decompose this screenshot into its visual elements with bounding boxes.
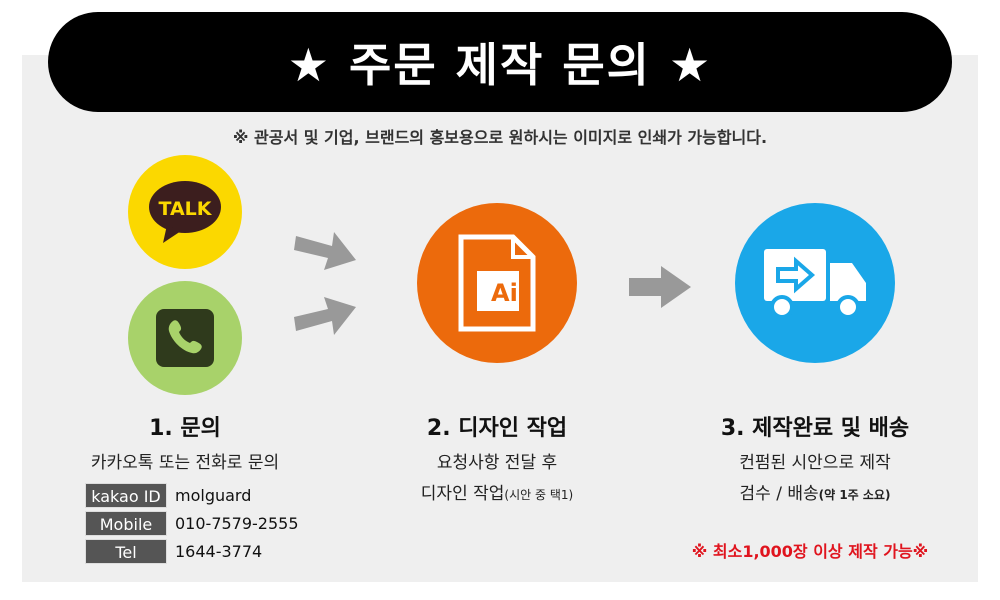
step-3: 3. 제작완료 및 배송 컨펌된 시안으로 제작 검수 / 배송(약 1주 소요… bbox=[665, 410, 965, 504]
ai-text: Ai bbox=[491, 279, 518, 307]
step-description: 디자인 작업 bbox=[420, 484, 505, 504]
kakao-talk-icon: TALK bbox=[128, 155, 242, 269]
step-1: 1. 문의 카카오톡 또는 전화로 문의 bbox=[40, 410, 330, 473]
contact-label: kakao ID bbox=[85, 483, 167, 508]
contact-row: kakao ID molguard bbox=[85, 482, 299, 509]
illustrator-file-icon: Ai bbox=[417, 203, 577, 363]
step-2: 2. 디자인 작업 요청사항 전달 후 디자인 작업(시안 중 택1) bbox=[357, 410, 637, 504]
contact-value: 1644-3774 bbox=[175, 542, 263, 561]
contact-label: Tel bbox=[85, 539, 167, 564]
contact-value: molguard bbox=[175, 486, 252, 505]
step-description: 요청사항 전달 후 bbox=[436, 453, 558, 473]
contact-row: Tel 1644-3774 bbox=[85, 538, 299, 565]
contact-row: Mobile 010-7579-2555 bbox=[85, 510, 299, 537]
arrow-right-icon bbox=[629, 266, 691, 308]
subtitle: ※ 관공서 및 기업, 브랜드의 홍보용으로 원하시는 이미지로 인쇄가 가능합… bbox=[232, 128, 768, 147]
arrow-up-right-icon bbox=[294, 297, 356, 335]
step-description: 컨펌된 시안으로 제작 bbox=[739, 453, 891, 473]
contact-table: kakao ID molguard Mobile 010-7579-2555 Tel… bbox=[85, 482, 299, 566]
step-note: (시안 중 택1) bbox=[504, 488, 574, 502]
step-description: 카카오톡 또는 전화로 문의 bbox=[90, 453, 280, 473]
step-description: 검수 / 배송 bbox=[739, 484, 819, 504]
step-note: (약 1주 소요) bbox=[818, 488, 891, 502]
arrow-down-right-icon bbox=[294, 232, 356, 270]
step-title: 1. 문의 bbox=[149, 416, 221, 441]
contact-label: Mobile bbox=[85, 511, 167, 536]
contact-value: 010-7579-2555 bbox=[175, 514, 299, 533]
minimum-order-notice: ※ 최소1,000장 이상 제작 가능※ bbox=[691, 542, 929, 561]
kakao-talk-text: TALK bbox=[158, 198, 212, 220]
step-title: 2. 디자인 작업 bbox=[426, 416, 568, 441]
page-title: ★ 주문 제작 문의 ★ bbox=[48, 12, 952, 112]
step-title: 3. 제작완료 및 배송 bbox=[720, 416, 910, 441]
delivery-truck-icon bbox=[735, 203, 895, 363]
phone-icon bbox=[128, 281, 242, 395]
